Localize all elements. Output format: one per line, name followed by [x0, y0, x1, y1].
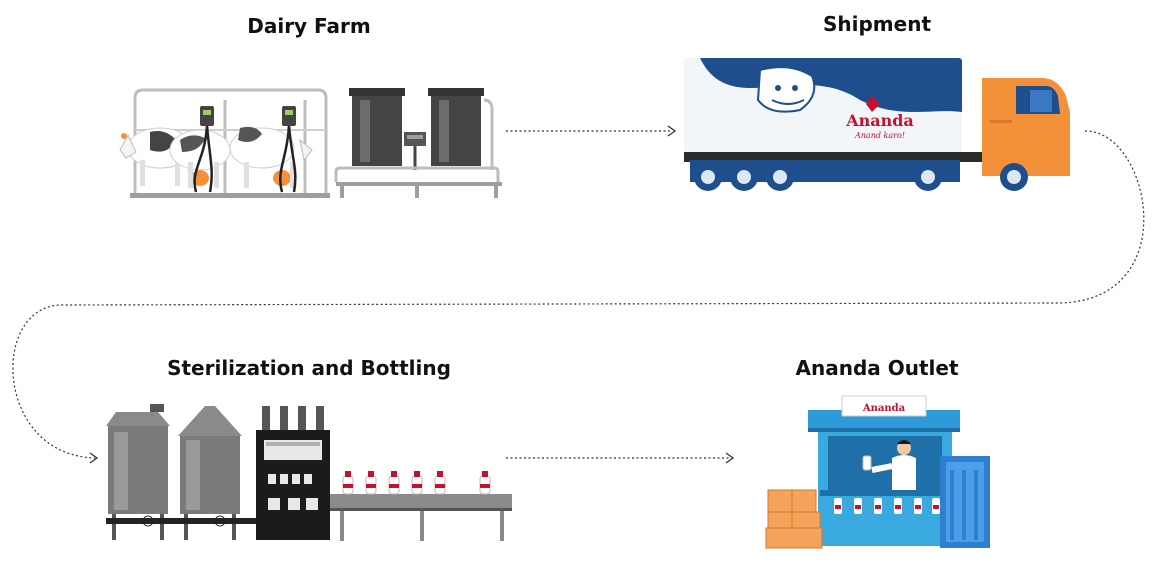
sterilization-bottling-illustration: [106, 404, 512, 541]
cow-middle: [169, 129, 231, 188]
ananda-outlet-illustration: Ananda: [765, 395, 990, 549]
milking-machine-right: [278, 106, 297, 193]
sterilization-tank-right: [178, 406, 242, 540]
flow-arrow-shipment-to-sterilization: [12, 130, 1145, 464]
milk-storage-tanks: [334, 88, 502, 198]
flow-arrow-farm-to-shipment: [506, 125, 677, 137]
sterilization-tank-left: [106, 404, 170, 540]
outlet-sign-label: Ananda: [862, 403, 906, 414]
truck-brand-label: Ananda: [845, 111, 914, 130]
shopkeeper: [862, 440, 916, 492]
stage-title-outlet: Ananda Outlet: [795, 356, 959, 380]
stage-title-sterilization: Sterilization and Bottling: [167, 356, 451, 380]
dairy-farm-illustration: [119, 88, 502, 198]
flow-arrow-sterilization-to-outlet: [506, 452, 735, 464]
truck-tagline-label: Anand karo!: [854, 131, 905, 140]
outlet-fridge: [940, 456, 990, 548]
milk-bottles-row: [342, 471, 491, 495]
bottling-machine: [256, 406, 330, 540]
conveyor-belt: [330, 494, 512, 541]
stage-title-dairy-farm: Dairy Farm: [247, 14, 371, 38]
outlet-counter-bottles: [834, 498, 940, 514]
outlet-crates: [765, 489, 823, 549]
milking-machine-left: [193, 106, 214, 193]
stage-title-shipment: Shipment: [822, 12, 932, 36]
shipment-truck-illustration: Ananda Anand karo!: [684, 58, 1070, 191]
cow-right: [229, 126, 313, 188]
